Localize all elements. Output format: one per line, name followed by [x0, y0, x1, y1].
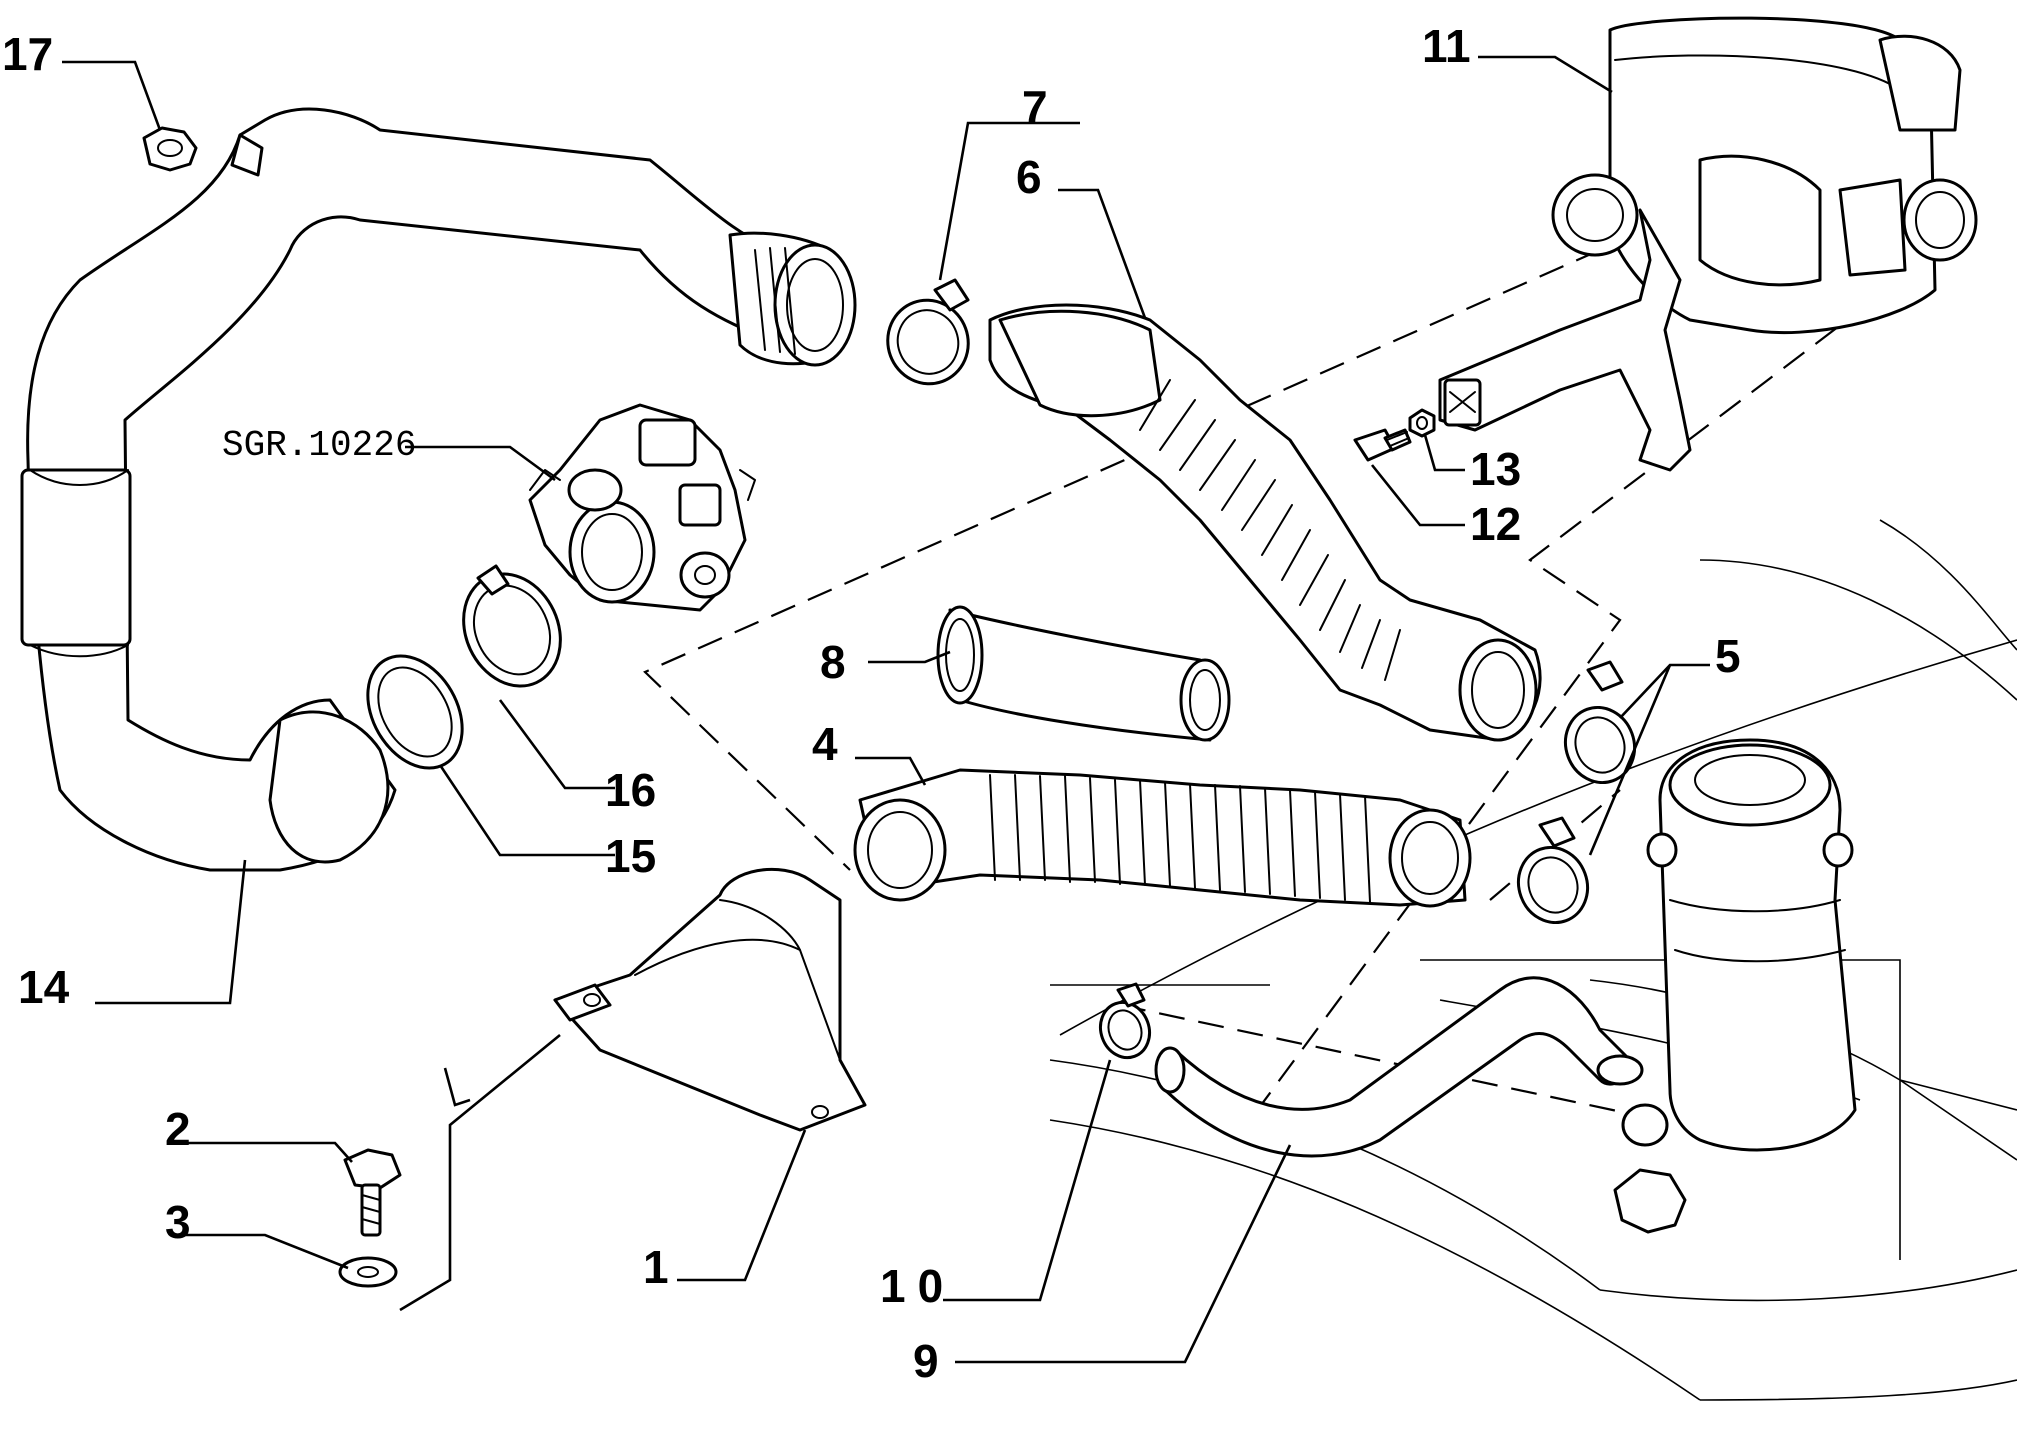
bracket-part-1 [553, 867, 867, 1132]
callout-1: 1 [643, 1241, 669, 1293]
bellows-hose-part-6 [988, 303, 1542, 742]
callout-2: 2 [165, 1103, 191, 1155]
callout-8: 8 [820, 636, 846, 688]
callout-7: 7 [1022, 81, 1048, 133]
ring-part-15 [366, 654, 464, 770]
callout-16: 16 [605, 764, 656, 816]
callout-10: 10 [880, 1260, 955, 1312]
bolt-part-2 [343, 1148, 402, 1237]
callout-12: 12 [1470, 498, 1521, 550]
clamp-part-10 [1098, 982, 1152, 1060]
drawing-code-label: SGR.10226 [222, 425, 416, 466]
clamps-part-5 [1517, 660, 1636, 925]
intake-hose-part-14 [20, 107, 857, 872]
callout-17: 17 [2, 28, 53, 80]
callout-5: 5 [1715, 630, 1741, 682]
callout-11: 11 [1422, 20, 1471, 72]
small-hose-part-9 [1154, 976, 1644, 1158]
washer-part-3 [338, 1256, 398, 1288]
leader-lines [62, 55, 1710, 1364]
callout-15: 15 [605, 830, 656, 882]
callout-4: 4 [812, 718, 838, 770]
callout-9: 9 [913, 1335, 939, 1387]
callout-14: 14 [18, 961, 70, 1013]
pipe-part-8 [936, 605, 1231, 742]
resonator-canister [1613, 738, 1857, 1234]
nut-part-13 [1408, 408, 1436, 438]
callout-13: 13 [1470, 443, 1521, 495]
air-filter-box-part-11 [1438, 16, 1978, 472]
clamp-part-7 [886, 278, 970, 386]
clamp-part-16 [462, 564, 562, 688]
callout-6: 6 [1016, 151, 1042, 203]
callout-3: 3 [165, 1196, 191, 1248]
bellows-hose-part-4 [853, 768, 1472, 908]
bolt-part-12 [1353, 428, 1412, 462]
throttle-body [528, 403, 756, 612]
nut-part-17 [142, 126, 198, 172]
callout-labels: 17 SGR.10226 7 6 11 13 12 5 8 4 16 15 14… [2, 20, 1741, 1387]
